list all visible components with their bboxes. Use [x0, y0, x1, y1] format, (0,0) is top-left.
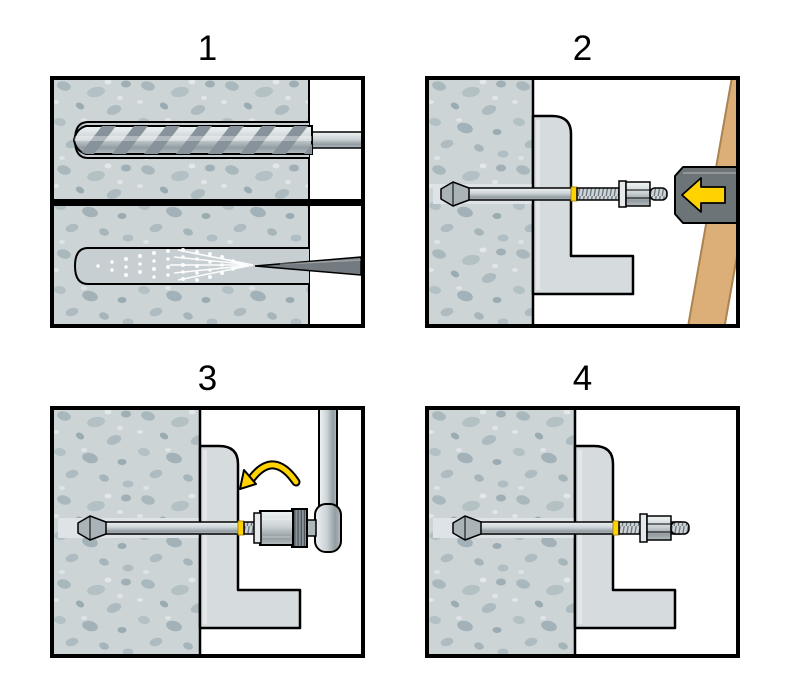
washer	[253, 512, 262, 544]
anchor-shaft	[464, 187, 576, 201]
step-number-3: 3	[197, 359, 218, 398]
anchor-shaft	[476, 521, 618, 535]
hex-nut	[646, 515, 672, 541]
depth-mark	[237, 520, 245, 536]
rotation-arrow-icon	[239, 460, 301, 490]
wedge-anchor-bolt	[452, 513, 690, 543]
knurled-ring	[291, 508, 308, 548]
blow-out-nozzle	[254, 256, 361, 276]
anchor-shaft	[101, 521, 243, 535]
illustration-hammer-anchor	[425, 76, 740, 328]
drill-bit	[72, 125, 361, 155]
hammer	[674, 80, 736, 324]
illustration-drill-and-clean-hole	[50, 76, 365, 328]
step-number-2: 2	[572, 29, 593, 68]
wedge-anchor-bolt	[440, 180, 668, 208]
socket	[259, 510, 294, 546]
panel-border	[50, 76, 365, 328]
washer	[618, 180, 627, 208]
thread-stub	[670, 521, 690, 535]
threaded-section	[576, 187, 620, 201]
wrench-handle	[318, 410, 338, 511]
dust-spray	[96, 248, 254, 282]
hex-nut	[625, 181, 651, 207]
step-1-cell: 1	[50, 26, 365, 328]
drill-flutes	[74, 126, 312, 154]
depth-mark	[570, 186, 578, 202]
panel-border	[425, 406, 740, 658]
fixture-bracket	[573, 444, 677, 630]
washer	[639, 513, 648, 543]
scene-divider	[54, 199, 361, 206]
fixture-bracket	[531, 114, 635, 296]
thread-stub	[649, 187, 668, 201]
drill-shank	[307, 131, 361, 149]
ratchet-head	[314, 503, 342, 553]
step-3-cell: 3	[50, 356, 365, 658]
panel-border	[425, 76, 740, 328]
illustration-finished-installation	[425, 406, 740, 658]
wedge-anchor-bolt	[77, 515, 259, 541]
panel-border	[50, 406, 365, 658]
illustration-tighten-nut	[50, 406, 365, 658]
ratchet-wrench	[253, 410, 342, 553]
step-number-1: 1	[197, 29, 218, 68]
fixture-bracket	[198, 444, 302, 630]
step-2-cell: 2	[425, 26, 740, 328]
drilled-hole-bottom	[73, 247, 309, 285]
depth-mark	[612, 520, 620, 536]
step-number-4: 4	[572, 359, 593, 398]
step-4-cell: 4	[425, 356, 740, 658]
hammer-direction-arrow-icon	[681, 177, 726, 213]
